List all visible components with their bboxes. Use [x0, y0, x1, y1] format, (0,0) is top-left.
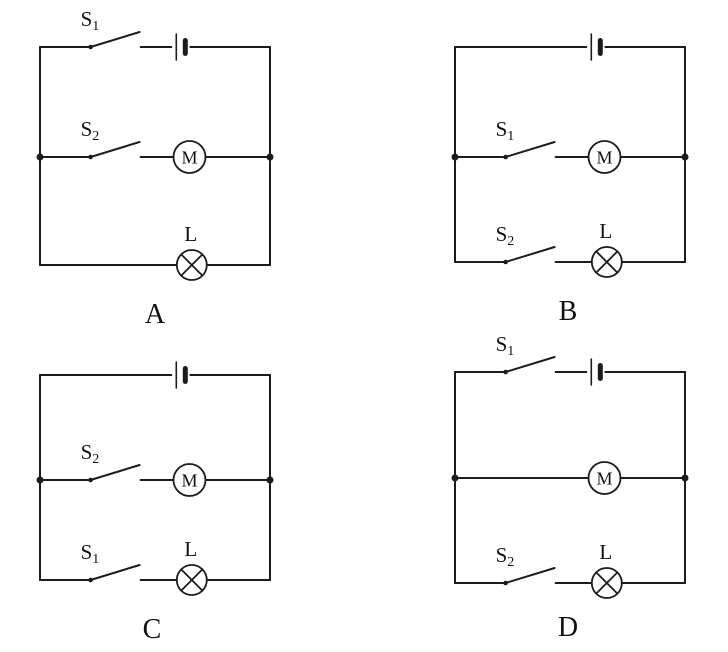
switch-label: S1: [81, 7, 100, 34]
switch-label: S1: [496, 332, 515, 359]
circuit-letter-label: C: [143, 614, 162, 645]
lamp-cross-icon: [180, 253, 204, 277]
switch-blade-icon: [504, 567, 556, 584]
switch-blade-icon: [504, 356, 556, 373]
lamp-label: L: [599, 540, 612, 564]
lamp-label: L: [184, 222, 197, 246]
switch-blade-icon: [89, 564, 141, 581]
lamp-cross-icon: [595, 250, 619, 274]
switch-label: S2: [81, 440, 100, 467]
switch-label: S1: [81, 540, 100, 567]
circuit-letter-label: B: [559, 296, 578, 327]
lamp-cross-icon: [180, 568, 204, 592]
switch-label: S2: [496, 222, 515, 249]
lamp-cross-icon: [595, 571, 619, 595]
switch-blade-icon: [89, 31, 141, 48]
motor-label: M: [181, 148, 197, 168]
switch-blade-icon: [504, 246, 556, 263]
switch-label: S2: [81, 117, 100, 144]
switch-label: S2: [496, 543, 515, 570]
switch-blade-icon: [89, 141, 141, 158]
circuit-C: S2M S1 L C: [36, 361, 274, 645]
circuit-B: S1M S2 L B: [451, 33, 689, 327]
motor-label: M: [596, 148, 612, 168]
motor-label: M: [596, 469, 612, 489]
switch-label: S1: [496, 117, 515, 144]
switch-blade-icon: [89, 464, 141, 481]
switch-blade-icon: [504, 141, 556, 158]
circuit-letter-label: D: [558, 612, 578, 643]
lamp-label: L: [599, 219, 612, 243]
circuit-letter-label: A: [145, 299, 166, 330]
motor-label: M: [181, 471, 197, 491]
lamp-label: L: [184, 537, 197, 561]
circuit-D: S1M S2 L D: [451, 332, 689, 643]
